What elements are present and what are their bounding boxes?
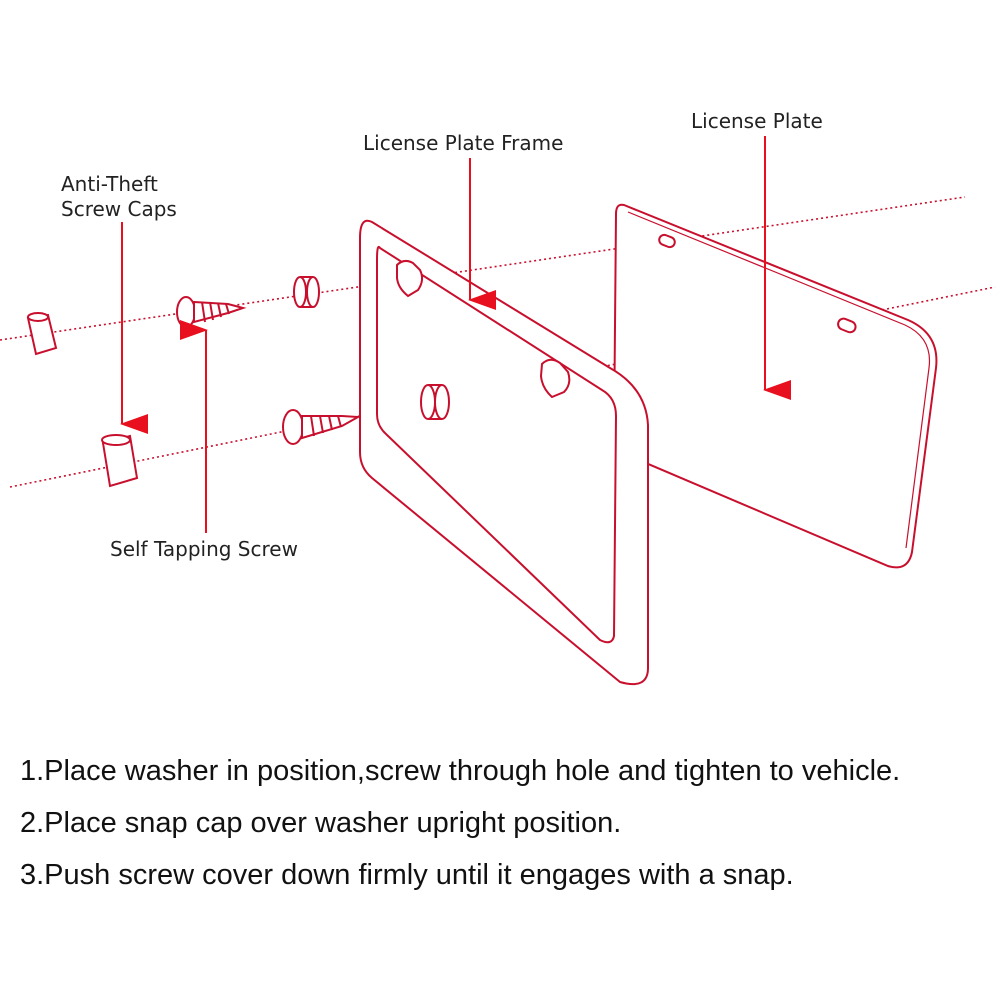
label-license-plate: License Plate — [691, 109, 823, 133]
screw-cap-left — [26, 312, 58, 356]
label-anti-theft-line1: Anti-Theft — [61, 172, 158, 196]
pointer-arrows — [120, 136, 791, 533]
screw-lower — [282, 409, 362, 445]
washer-lower — [420, 384, 450, 420]
label-license-plate-frame: License Plate Frame — [363, 131, 563, 155]
instruction-step-2: 2.Place snap cap over washer upright pos… — [20, 807, 622, 839]
label-self-tapping-screw: Self Tapping Screw — [110, 537, 298, 561]
instruction-step-3: 3.Push screw cover down firmly until it … — [20, 859, 794, 891]
label-anti-theft-line2: Screw Caps — [61, 197, 177, 221]
instruction-list: 1.Place washer in position,screw through… — [20, 745, 990, 901]
plate-lower-hole — [837, 317, 857, 334]
plate-upper-hole — [658, 233, 676, 249]
screw-upper — [176, 296, 247, 328]
instruction-step-1: 1.Place washer in position,screw through… — [20, 755, 901, 787]
washer-upper — [293, 276, 320, 308]
screw-cap-lower — [101, 434, 139, 488]
license-plate-graphic — [612, 203, 938, 569]
installation-diagram: License Plate License Plate Frame Anti-T… — [0, 109, 996, 686]
license-plate-frame-graphic — [359, 219, 649, 686]
